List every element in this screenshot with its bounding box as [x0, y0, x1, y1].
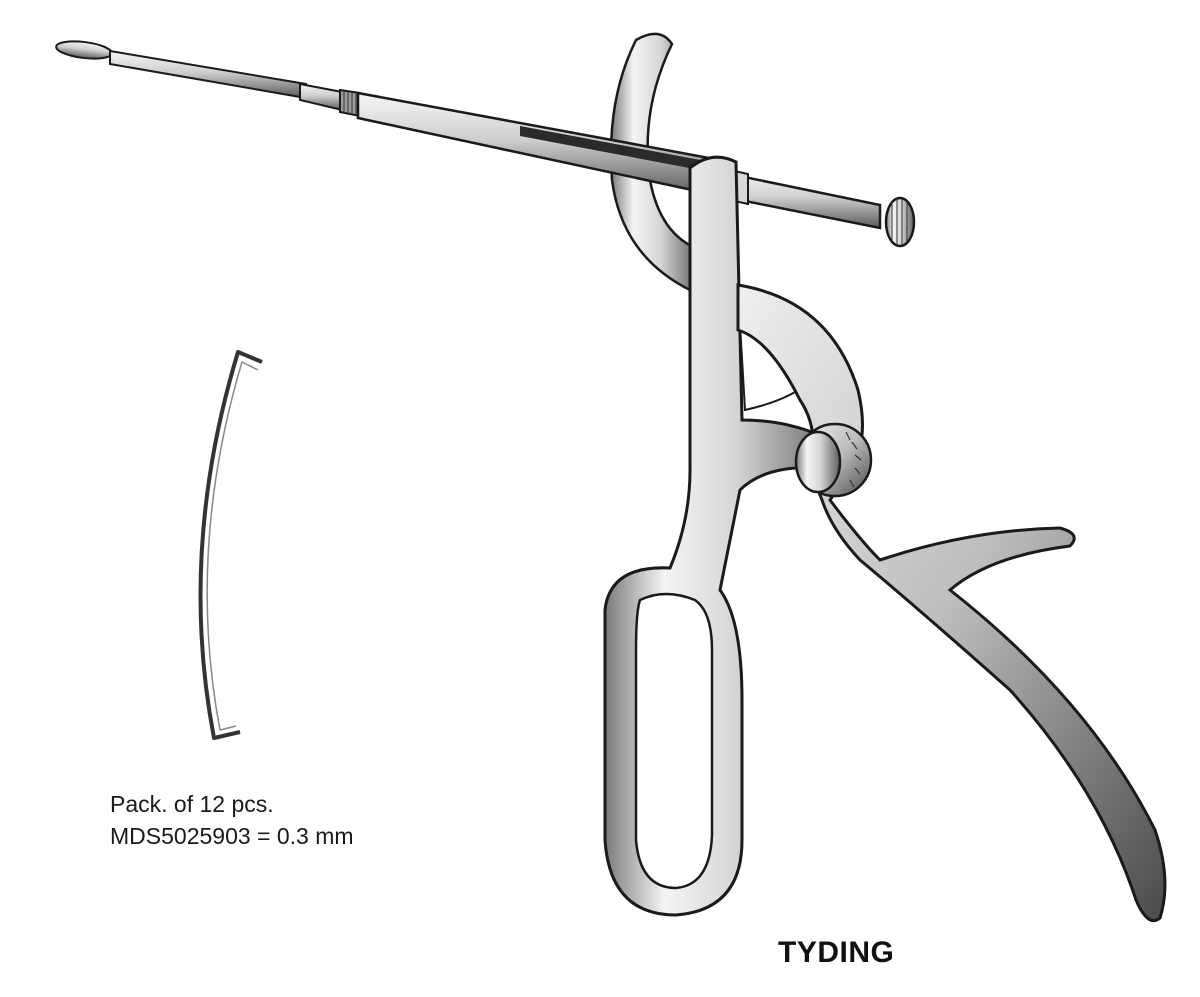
fixed-handle — [603, 155, 845, 917]
pack-quantity-text: Pack. of 12 pcs. — [110, 791, 274, 817]
pivot-screw — [794, 422, 873, 498]
instrument-rod — [55, 40, 916, 248]
instrument-name: TYDING — [778, 936, 895, 969]
pack-info: Pack. of 12 pcs. MDS5025903 = 0.3 mm — [110, 788, 354, 852]
moving-lever — [736, 283, 1167, 923]
staple-clip — [198, 350, 263, 740]
article-number-text: MDS5025903 = 0.3 mm — [110, 823, 354, 849]
